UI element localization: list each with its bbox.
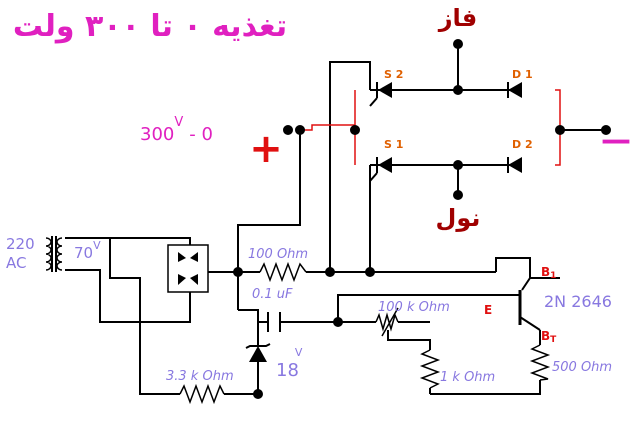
ac-voltage: 220	[6, 235, 35, 253]
output-voltage: 300V- 0	[140, 115, 213, 145]
r-500-label: 500 Ohm	[552, 360, 612, 375]
junction-dots	[233, 39, 611, 399]
wires	[65, 44, 606, 395]
r-1k-label: 1 k Ohm	[440, 370, 495, 385]
ujt-b2: BT	[541, 329, 557, 345]
resistor-500-ohm	[529, 344, 551, 381]
potentiometer-100k	[375, 307, 399, 337]
diode-d1: D 1	[507, 68, 533, 98]
s1-label: S 1	[384, 138, 403, 151]
resistor-100-ohm	[259, 261, 307, 283]
transformer	[45, 236, 63, 272]
plus-sign: +	[249, 126, 283, 172]
ac-label: AC	[6, 254, 26, 272]
ujt-model: 2N 2646	[544, 292, 612, 311]
zener-diode	[245, 343, 271, 362]
zener-label: 18V	[276, 346, 303, 381]
resistor-1k	[419, 349, 441, 389]
scr-s2: S 2	[369, 68, 403, 107]
minus-sign: —	[601, 123, 631, 158]
d1-label: D 1	[512, 68, 533, 81]
r-100-label: 100 Ohm	[248, 247, 308, 262]
r-3-3k-label: 3.3 k Ohm	[166, 369, 234, 384]
phase-label: فاز	[438, 4, 478, 32]
bridge-box	[300, 89, 561, 166]
capacitor-01uf	[267, 312, 281, 332]
ujt-e: E	[484, 303, 492, 317]
scr-s1: S 1	[369, 138, 403, 182]
ujt-b1: B1	[541, 265, 556, 281]
transformer-secondary: 70V	[74, 239, 101, 262]
d2-label: D 2	[512, 138, 533, 151]
s2-label: S 2	[384, 68, 403, 81]
neutral-label: نول	[436, 204, 481, 232]
diode-d2: D 2	[507, 138, 533, 173]
bridge-rectifier	[167, 244, 209, 293]
r-100k-label: 100 k Ohm	[378, 300, 450, 315]
title: تغذیه ۰ تا ۳۰۰ ولت	[13, 9, 287, 44]
c-01-label: 0.1 uF	[252, 287, 293, 302]
resistor-3-3k	[179, 383, 225, 405]
